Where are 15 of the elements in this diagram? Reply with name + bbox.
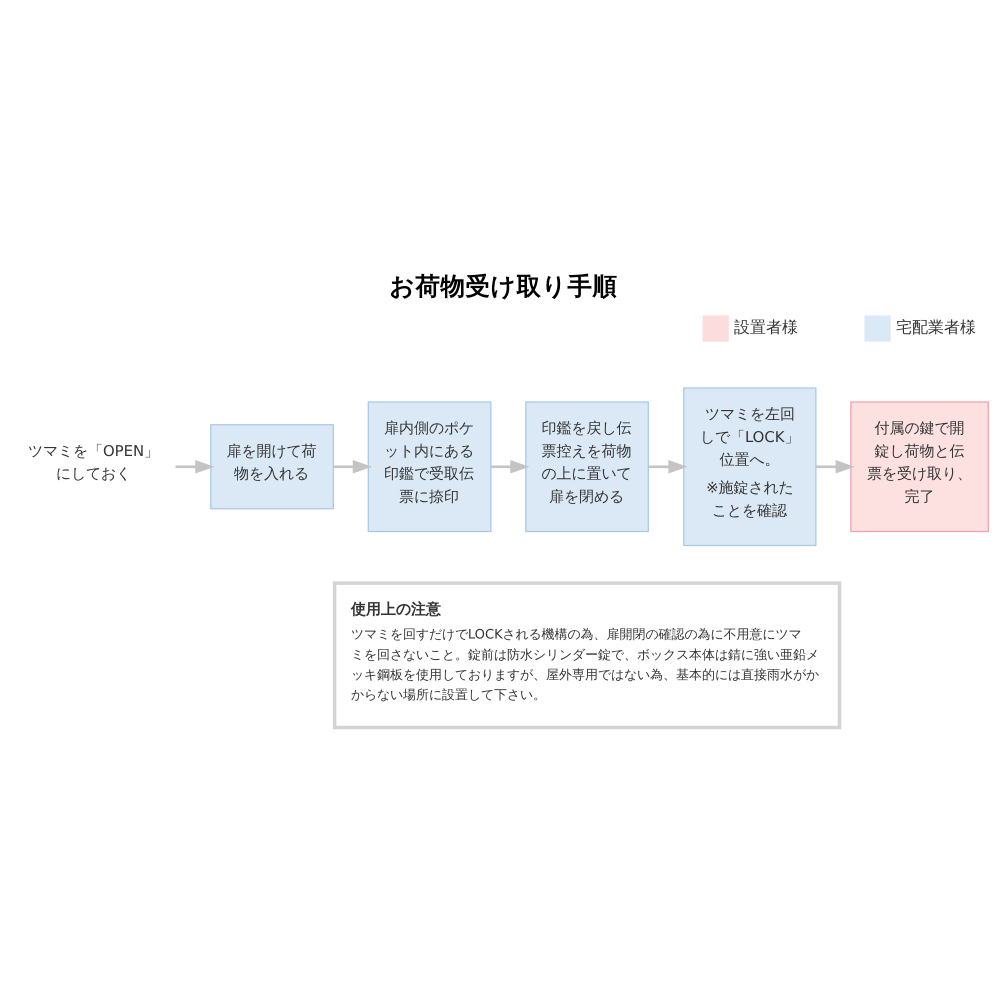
node-box: 使用上の注意 ツマミを回すだけでLOCKされる機構の為、扉開閉の確認の為に不用意にツマミを回さないこと。錠前は防水シリンダー錠で、ボックス本体は錆に強い亜鉛メッキ鋼板を使用しておりますが、屋外専用ではない為、基本的には直接雨水がかからない場所に設置して下さい。 bbox=[332, 581, 842, 730]
node-box: 印鑑を戻し伝票控えを荷物の上に置いて扉を閉める bbox=[525, 401, 649, 532]
node-box: 扉内側のポケット内にある印鑑で受取伝票に捺印 bbox=[368, 401, 492, 532]
node-box: ツマミを左回しで「LOCK」位置へ。 ※施錠されたことを確認 bbox=[683, 387, 817, 546]
legend-label: 設置者様 bbox=[734, 317, 798, 336]
legend-label: 宅配業者様 bbox=[896, 317, 976, 336]
diagram-title: お荷物受け取り手順 bbox=[389, 272, 618, 301]
arrow bbox=[491, 460, 530, 474]
node-box: 扉を開けて荷物を入れる bbox=[210, 424, 334, 510]
arrow bbox=[176, 460, 215, 474]
node-text: ツマミを「OPEN」にしておく bbox=[28, 442, 160, 483]
node-box: 付属の鍵で開錠し荷物と伝票を受け取り、完了 bbox=[850, 401, 989, 532]
arrow bbox=[816, 460, 855, 474]
arrow bbox=[648, 460, 688, 474]
arrow bbox=[334, 460, 372, 474]
